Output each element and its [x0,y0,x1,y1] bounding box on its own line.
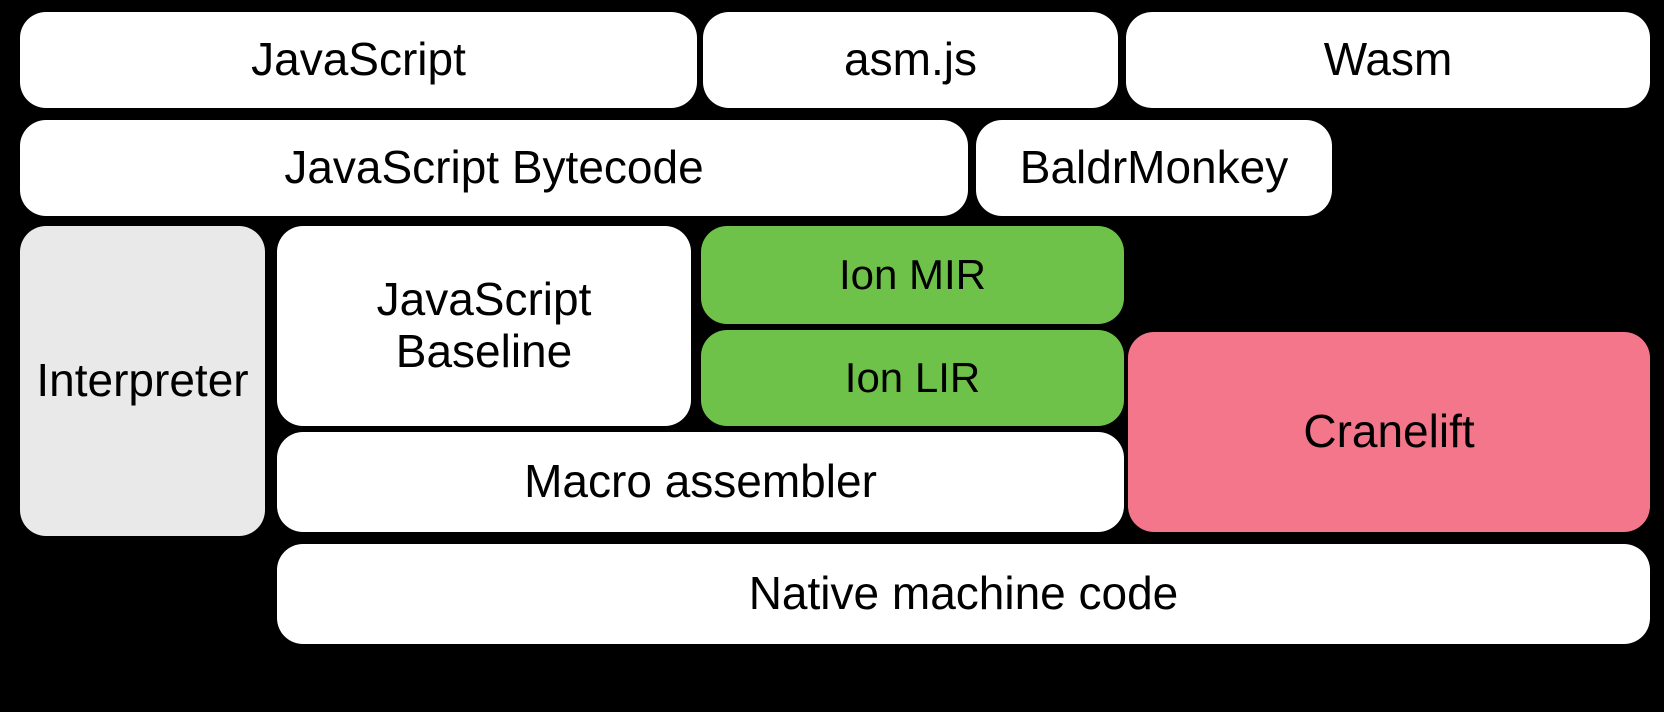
node-label-javascript-bytecode: JavaScript Bytecode [284,141,704,194]
node-label-wasm: Wasm [1323,33,1453,86]
node-label-cranelift: Cranelift [1303,405,1475,458]
node-native-machine-code[interactable]: Native machine code [277,544,1650,644]
node-label-native-machine-code: Native machine code [748,567,1179,620]
node-label-ion-lir: Ion LIR [844,354,981,402]
node-macro-assembler[interactable]: Macro assembler [277,432,1124,532]
node-label-javascript-baseline: JavaScript Baseline [376,273,592,377]
node-label-baldrmonkey: BaldrMonkey [1019,141,1289,194]
node-asm-js[interactable]: asm.js [703,12,1118,108]
node-ion-mir[interactable]: Ion MIR [701,226,1124,324]
node-javascript-baseline[interactable]: JavaScript Baseline [277,226,691,426]
node-cranelift[interactable]: Cranelift [1128,332,1650,532]
node-label-interpreter: Interpreter [36,354,249,407]
node-javascript[interactable]: JavaScript [20,12,697,108]
node-baldrmonkey[interactable]: BaldrMonkey [976,120,1332,216]
node-label-javascript: JavaScript [251,33,466,86]
node-interpreter[interactable]: Interpreter [20,226,265,536]
node-javascript-bytecode[interactable]: JavaScript Bytecode [20,120,968,216]
node-label-ion-mir: Ion MIR [838,251,987,299]
node-label-asm-js: asm.js [844,33,977,86]
node-label-macro-assembler: Macro assembler [524,455,877,508]
node-ion-lir[interactable]: Ion LIR [701,330,1124,426]
node-wasm[interactable]: Wasm [1126,12,1650,108]
